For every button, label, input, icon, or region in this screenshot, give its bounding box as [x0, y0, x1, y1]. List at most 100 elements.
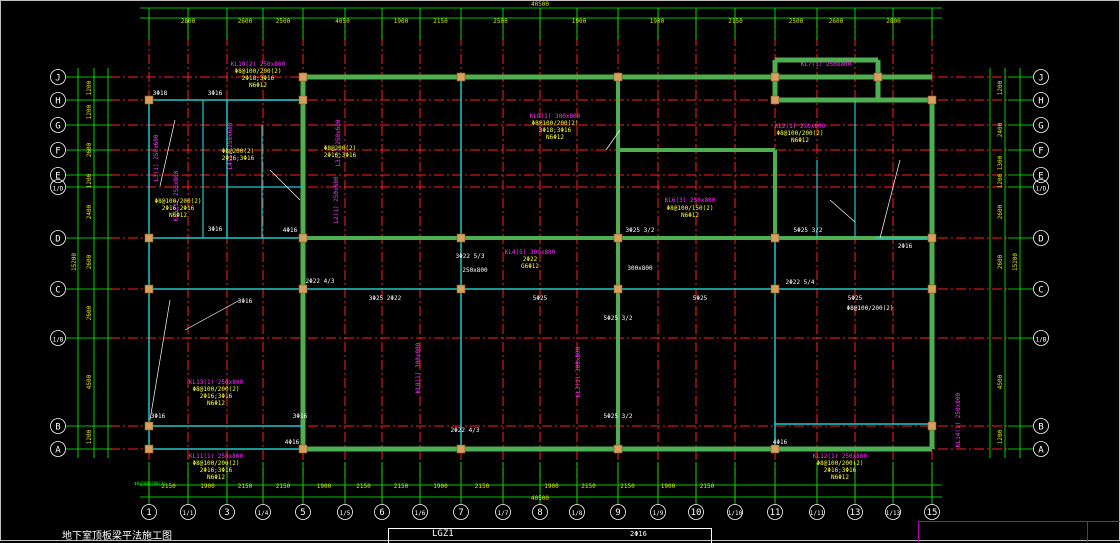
dim-bottom: 1900 — [433, 483, 448, 490]
beam-label: Φ8@100/200(2) — [532, 120, 579, 127]
beam-label: 2Φ16;3Φ16 — [222, 155, 255, 162]
axis-bubble-right — [1033, 441, 1049, 457]
dim-right: 1200 — [997, 429, 1004, 444]
axis-bubble-left — [50, 281, 66, 297]
axis-bubble-x — [295, 504, 311, 520]
axis-label-left: H — [55, 97, 60, 107]
rebar-note: 3Φ16 — [151, 413, 166, 420]
beam-label: Φ8@100/200(2) — [155, 198, 202, 205]
column — [613, 284, 623, 294]
axis-bubble-x — [453, 504, 469, 520]
rebar-note: Φ8@100/200(2) — [847, 305, 894, 312]
leader-line — [829, 199, 856, 223]
axis-bubble-x — [885, 504, 901, 520]
axis-bubble-x — [374, 504, 390, 520]
dim-top: 2150 — [433, 18, 448, 25]
axis-label-x: 11 — [770, 508, 781, 518]
dim-right: 2600 — [997, 204, 1004, 219]
column — [298, 444, 308, 454]
beam-label: N6Φ12 — [546, 134, 564, 141]
axis-bubble-right — [1033, 92, 1049, 108]
beam-label: KL13(1) 250x800 — [189, 379, 244, 386]
beam-label: KL4(5) 300x800 — [505, 249, 556, 256]
title-block — [918, 521, 1120, 542]
title-box — [388, 528, 712, 543]
axis-label-x: 9 — [615, 508, 620, 518]
dim-top: 1900 — [650, 18, 665, 25]
column — [298, 284, 308, 294]
dim-left: 2600 — [86, 305, 93, 320]
axis-label-x: 1/8 — [572, 510, 583, 517]
axis-bubble-x — [610, 504, 626, 520]
beam-label: Φ8@200(2) — [324, 145, 357, 152]
beam-label: KL10(2) 250x800 — [231, 61, 286, 68]
dim-top: 2600 — [238, 18, 253, 25]
columns — [144, 72, 937, 454]
beam-label: Φ8@200(2) — [222, 148, 255, 155]
column — [144, 233, 154, 243]
axis-label-right: D — [1038, 235, 1043, 245]
axis-label-x: 1/11 — [810, 510, 825, 517]
dim-right: 2600 — [997, 254, 1004, 269]
axis-bubble-x — [727, 504, 743, 520]
axis-label-x: 15 — [927, 508, 938, 518]
beam-label: KL6(3) 250x800 — [665, 197, 716, 204]
dim-bottom: 2150 — [620, 483, 635, 490]
rebar-note: 5Φ25 3/2 — [604, 315, 633, 322]
column — [144, 284, 154, 294]
axis-label-left: 1/B — [53, 337, 64, 344]
dim-left: 4500 — [86, 374, 93, 389]
dim-left: 1200 — [86, 429, 93, 444]
column — [927, 95, 937, 105]
rebar-note: 4Φ16 — [283, 227, 298, 234]
rebar-note: 3Φ22 5/3 — [456, 253, 485, 260]
dim-top: 2150 — [728, 18, 743, 25]
rebar-note: 3Φ16 — [208, 226, 223, 233]
axis-label-x: 6 — [379, 508, 384, 518]
rebar-note: 300x800 — [627, 265, 653, 272]
beam-label: Φ8@100/150(2) — [667, 205, 714, 212]
axis-bubble-x — [809, 504, 825, 520]
dim-top: 2500 — [789, 18, 804, 25]
axis-bubble-right — [1033, 281, 1049, 297]
beam-label: 2Φ16;3Φ16 — [324, 152, 357, 159]
dim-bottom: 2150 — [475, 483, 490, 490]
axis-label-left: F — [55, 147, 60, 157]
column — [456, 284, 466, 294]
column — [927, 284, 937, 294]
dim-left: 2600 — [86, 254, 93, 269]
beam-label: G6Φ12 — [521, 263, 539, 270]
column — [456, 233, 466, 243]
column — [456, 72, 466, 82]
dim-top: 2500 — [493, 18, 508, 25]
axis-label-x: 13 — [850, 508, 861, 518]
column — [770, 95, 780, 105]
axis-bubble-left — [50, 117, 66, 133]
rebar-note: 3Φ18 — [153, 90, 168, 97]
axis-bubble-right — [1033, 418, 1049, 434]
axis-bubble-left — [50, 167, 66, 183]
axis-bubble-left — [50, 179, 66, 195]
dim-bottom: 1900 — [661, 483, 676, 490]
axis-label-right: G — [1038, 122, 1043, 132]
drawing-title: 地下室顶板梁平法施工图 — [62, 531, 172, 542]
beam-label: KL5(1) 250x800 — [173, 170, 180, 221]
axis-bubble-x — [495, 504, 511, 520]
axis-bubble-x — [219, 504, 235, 520]
beam-label: KL9(1) 300x800 — [530, 113, 581, 120]
dim-overall-top: 40500 — [531, 1, 549, 8]
column — [873, 72, 883, 82]
rebar-note: 5Φ25 — [533, 295, 548, 302]
leader-line — [184, 299, 241, 331]
dim-top: 2600 — [829, 18, 844, 25]
rebar-note: 5Φ25 — [848, 295, 863, 302]
beam-label: KL14(1) 250x800 — [955, 393, 962, 448]
axis-bubble-x — [569, 504, 585, 520]
beam-label: 2Φ16;3Φ16 — [200, 467, 233, 474]
axis-label-left: J — [55, 74, 60, 84]
column — [613, 72, 623, 82]
column — [456, 444, 466, 454]
axis-bubble-x — [650, 504, 666, 520]
